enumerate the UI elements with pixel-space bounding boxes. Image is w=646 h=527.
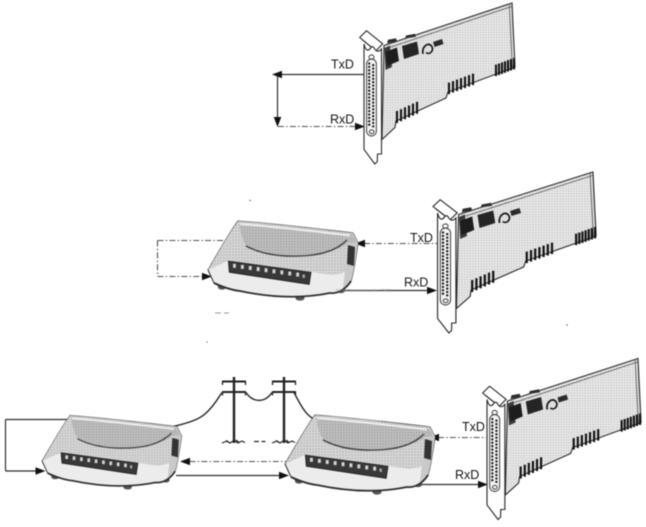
svg-text:RxD: RxD	[404, 276, 428, 290]
svg-text:TxD: TxD	[331, 58, 354, 72]
svg-text:RxD: RxD	[330, 113, 354, 127]
svg-text:TxD: TxD	[410, 231, 433, 245]
svg-text:RxD: RxD	[455, 468, 479, 482]
svg-text:TxD: TxD	[462, 420, 485, 434]
svg-text:Nu v/h Datamodem series 196 T: Nu v/h Datamodem series 196 T	[336, 289, 391, 293]
